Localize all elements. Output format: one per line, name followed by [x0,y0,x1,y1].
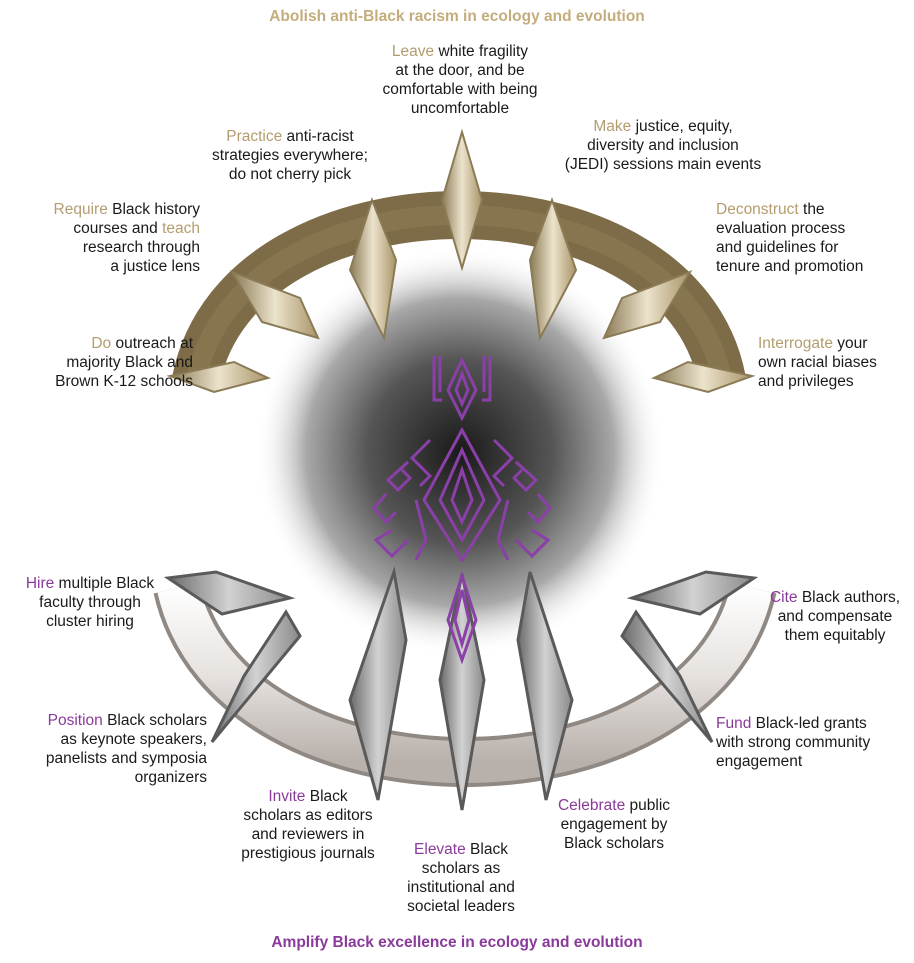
label-elevate: Elevate Black scholars as institutional … [407,841,515,915]
label-fund: Fund Black-led grants with strong commun… [716,715,871,770]
label-position: Position Black scholars as keynote speak… [45,712,207,786]
label-make: Make justice, equity, diversity and incl… [564,118,762,173]
label-do: Do outreach at majority Black and Brown … [55,335,193,390]
label-interrogate: Interrogate your own racial biases and p… [758,335,877,390]
label-leave: Leave white fragility at the door, and b… [382,43,538,117]
label-practice: Practice anti-racist strategies everywhe… [212,128,368,183]
label-hire: Hire multiple Black faculty through clus… [25,575,155,630]
label-cite: Cite Black authors, and compensate them … [769,589,901,644]
label-deconstruct: Deconstruct the evaluation process and g… [716,201,864,275]
label-invite: Invite Black scholars as editors and rev… [241,788,375,862]
heading-amplify: Amplify Black excellence in ecology and … [271,934,643,951]
label-require: Require Black history courses and teach … [53,201,200,275]
central-emblem [372,356,552,665]
heading-abolish: Abolish anti-Black racism in ecology and… [269,8,645,25]
gold-spikes [166,128,756,394]
label-celebrate: Celebrate public engagement by Black sch… [557,797,671,852]
